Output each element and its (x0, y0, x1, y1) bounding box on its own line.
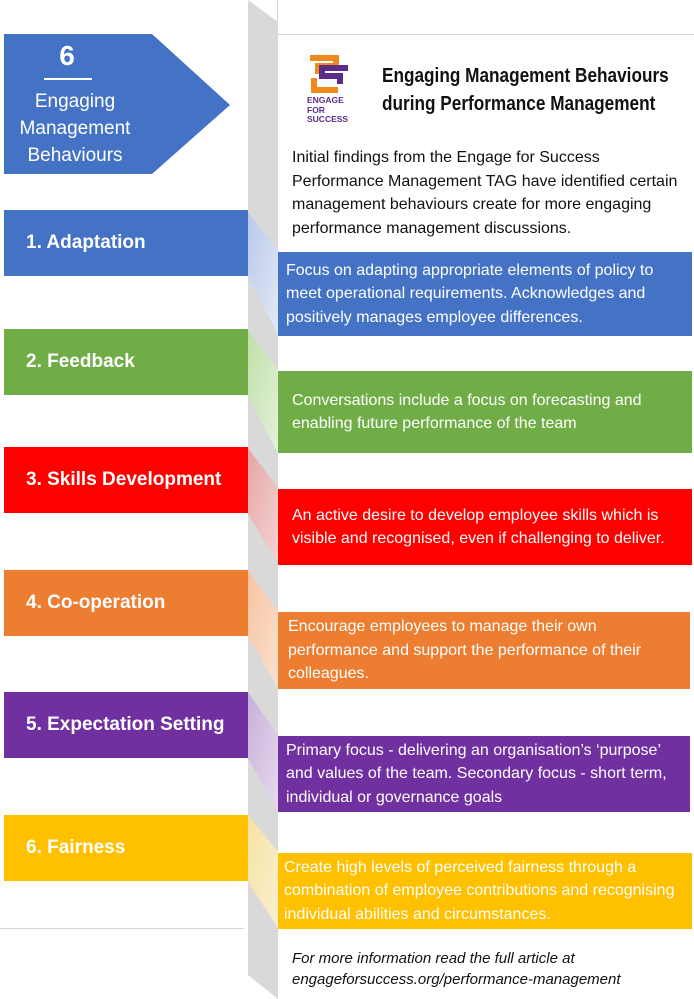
behaviour-label-feedback: 2. Feedback (4, 329, 248, 395)
footer-line-1: For more information read the full artic… (292, 950, 575, 967)
engage-for-success-logo-icon (310, 55, 348, 93)
header-arrow-number: 6 (59, 40, 75, 71)
header-arrow-shape (4, 34, 230, 174)
logo-wordmark: ENGAGE FOR SUCCESS (307, 95, 349, 124)
behaviour-label-skills-development: 3. Skills Development (4, 447, 248, 513)
behaviour-desc-feedback: Conversations include a focus on forecas… (278, 371, 692, 453)
behaviour-label-expectation-setting: 5. Expectation Setting (4, 692, 248, 758)
page-title: Engaging Management Behaviours during Pe… (382, 65, 669, 115)
header-arrow-underline (44, 78, 92, 80)
behaviour-desc-adaptation: Focus on adapting appropriate elements o… (278, 252, 692, 336)
footer-link[interactable]: engageforsuccess.org/performance-managem… (292, 971, 621, 988)
behaviour-label-fairness: 6. Fairness (4, 815, 248, 881)
grey-spine (248, 0, 278, 999)
behaviour-desc-skills-development: An active desire to develop employee ski… (278, 489, 692, 565)
behaviour-desc-expectation-setting: Primary focus - delivering an organisati… (278, 736, 690, 812)
behaviour-label-adaptation: 1. Adaptation (4, 210, 248, 276)
frame-line-top (277, 34, 694, 35)
footer-note: For more information read the full artic… (292, 948, 692, 990)
behaviour-desc-co-operation: Encourage employees to manage their own … (278, 612, 690, 689)
behaviour-desc-fairness: Create high levels of perceived fairness… (278, 853, 692, 929)
intro-text: Initial findings from the Engage for Suc… (292, 149, 678, 237)
behaviour-label-co-operation: 4. Co-operation (4, 570, 248, 636)
frame-line-bottom (0, 928, 244, 929)
header-arrow-text: Engaging Management Behaviours (19, 91, 131, 166)
